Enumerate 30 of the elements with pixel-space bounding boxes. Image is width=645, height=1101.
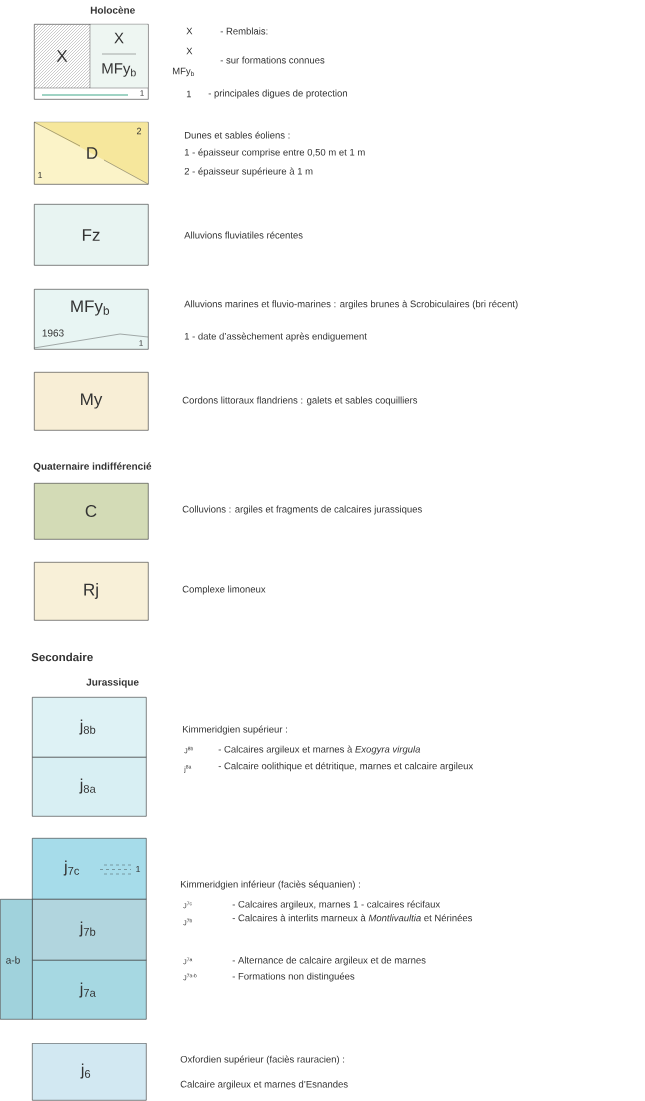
description-text: Colluvions : argiles et fragments de calcaires jurassiques	[182, 505, 422, 515]
description-text: - sur formations connues	[220, 56, 325, 64]
description-text: Kimmeridgien supérieur :	[183, 725, 287, 735]
description-text: - Calcaires argileux et marnes à Exogyra virgula	[218, 745, 421, 755]
description-text: Complexe limoneux	[182, 585, 266, 595]
description-text: Alluvions fluviatiles récentes	[184, 231, 303, 239]
description-text: 1 - épaisseur comprise entre 0,50 m et 1 m	[184, 148, 365, 158]
description-text: - Calcaires argileux, marnes 1 - calcaires récifaux	[232, 900, 441, 910]
description-text: - Alternance de calcaire argileux et de marnes	[232, 956, 426, 966]
description-text: - Calcaires à interlits marneux à Montlivaultia et Nérinées	[232, 914, 473, 922]
unit-code: MFy$_{b}$	[173, 67, 195, 77]
section-heading: Secondaire	[31, 652, 93, 662]
unit-code: 1	[186, 90, 191, 98]
description-text: 1 - date d’assèchement après endiguement	[184, 332, 367, 342]
unit-code: X	[186, 47, 193, 55]
description-text: 2 - épaisseur supérieure à 1 m	[184, 167, 313, 177]
description-text: Cordons littoraux flandriens : galets et sables coquilliers	[182, 396, 418, 406]
description-text: Calcaire argileux et marnes d’Esnandes	[180, 1080, 348, 1090]
description-text: - Formations non distinguées	[232, 972, 355, 982]
description-text: Oxfordien supérieur (faciès rauracien) :	[180, 1055, 345, 1065]
unit-code: X	[186, 27, 193, 35]
description-text: - Remblais:	[220, 27, 268, 35]
section-heading: Quaternaire indifférencié	[33, 462, 152, 472]
description-text: Kimmeridgien inférieur (faciès séquanien) :	[181, 880, 360, 890]
subsection-heading: Jurassique	[86, 678, 139, 688]
description-text: Alluvions marines et fluvio-marines : argiles brunes à Scrobiculaires (bri récent)	[184, 300, 518, 310]
description-text: Dunes et sables éoliens :	[185, 131, 290, 139]
description-text: - principales digues de protection	[208, 89, 347, 99]
section-heading: Holocène	[90, 6, 135, 14]
description-text: - Calcaire oolithique et détritique, marnes et calcaire argileux	[218, 762, 474, 772]
